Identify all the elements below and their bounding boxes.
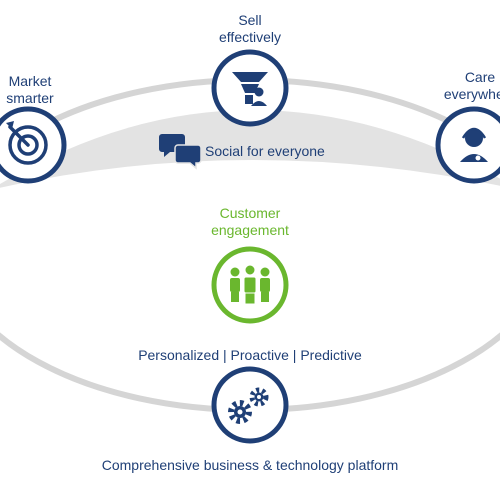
platform-label: Comprehensive business & technology plat… [101, 457, 399, 473]
social-band [0, 110, 500, 188]
market-target-icon [0, 106, 67, 184]
sell-funnel-icon [211, 49, 289, 127]
tagline-label: Personalized | Proactive | Predictive [138, 347, 362, 363]
customer-people-icon [211, 246, 289, 324]
center-label: Customer engagement [211, 205, 289, 238]
platform-gears-icon [211, 366, 289, 444]
social-label: Social for everyone [205, 143, 325, 159]
sell-label: Sell effectively [219, 12, 281, 45]
care-headset-icon [435, 106, 500, 184]
market-label: Market smarter [6, 73, 54, 106]
care-label: Care everywhere [443, 69, 500, 102]
social-bubbles-icon [159, 134, 202, 170]
